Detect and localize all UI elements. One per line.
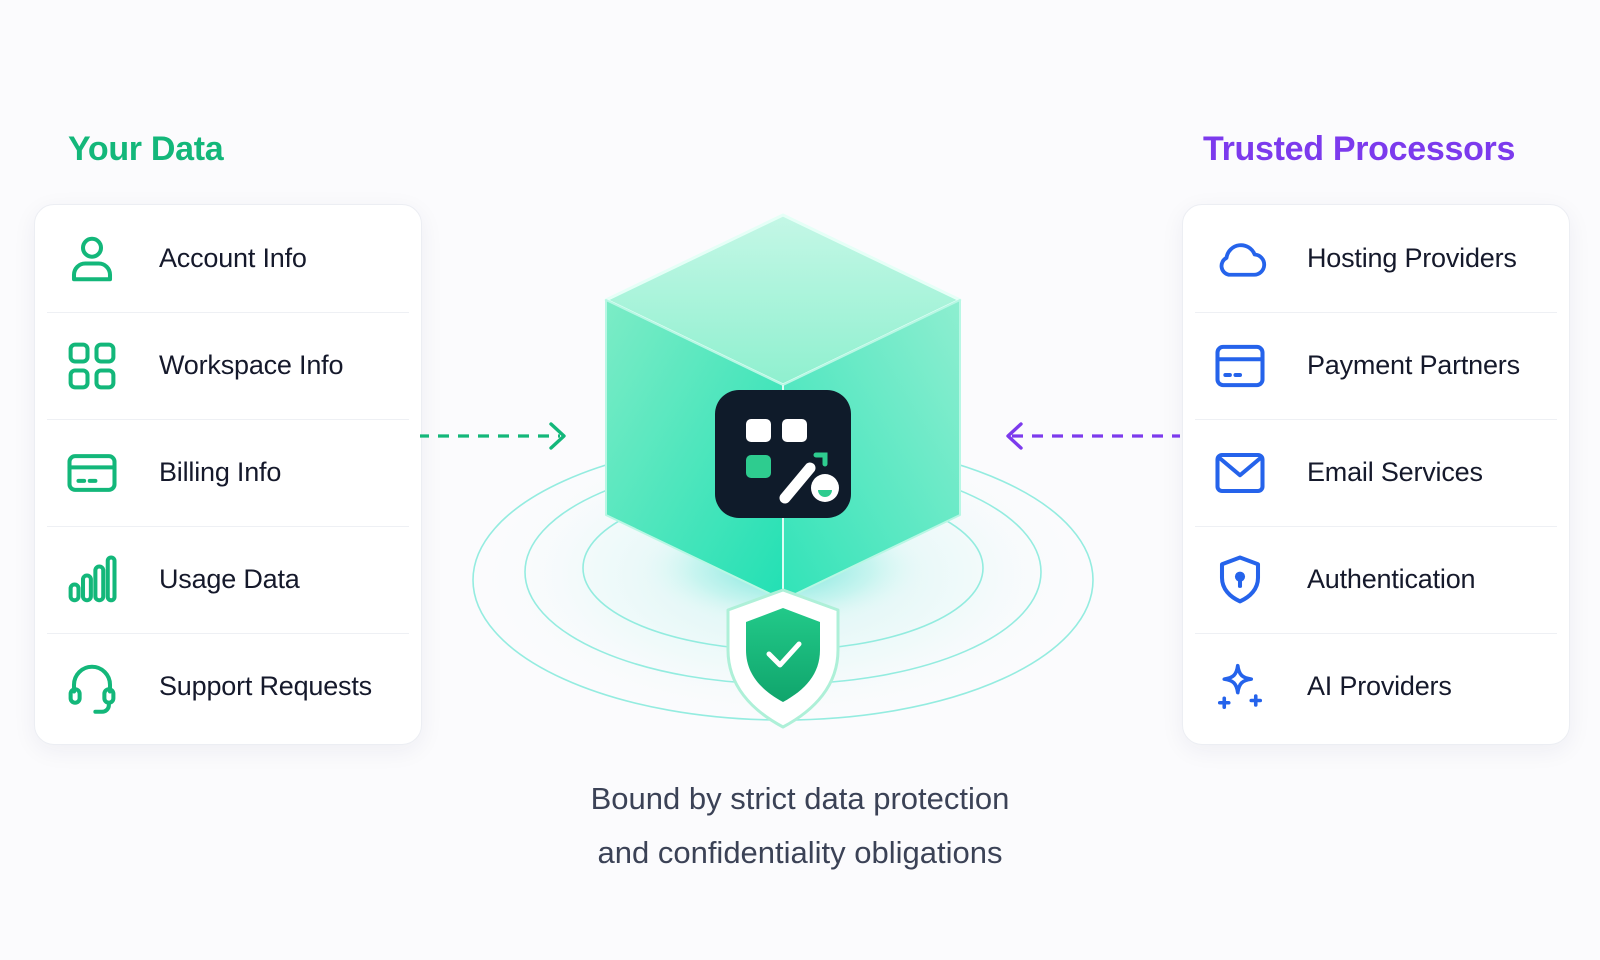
list-item-workspace-info[interactable]: Workspace Info: [35, 312, 421, 419]
caption-line-2: and confidentiality obligations: [597, 835, 1003, 870]
list-item-authentication[interactable]: Authentication: [1183, 526, 1569, 633]
item-label: Workspace Info: [159, 350, 344, 380]
data-cube: [604, 213, 962, 601]
secure-cube-illustration: [420, 213, 1180, 730]
list-item-billing-info[interactable]: Billing Info: [35, 419, 421, 526]
list-item-ai-providers[interactable]: AI Providers: [1183, 633, 1569, 740]
sparkles-icon: [1213, 655, 1277, 719]
item-label: Payment Partners: [1307, 350, 1520, 380]
headset-icon: [65, 655, 129, 719]
trusted-processors-list: Hosting Providers Payment Partners Email…: [1182, 204, 1570, 745]
item-label: Usage Data: [159, 564, 300, 594]
your-data-heading: Your Data: [68, 130, 224, 168]
item-label: Account Info: [159, 243, 307, 273]
list-item-payment-partners[interactable]: Payment Partners: [1183, 312, 1569, 419]
caption-line-1: Bound by strict data protection: [590, 781, 1010, 816]
arrow-processors-to-cube: [1006, 422, 1180, 450]
list-item-support-requests[interactable]: Support Requests: [35, 633, 421, 740]
your-data-list: Account Info Workspace Info Billing Info: [34, 204, 422, 745]
list-item-account-info[interactable]: Account Info: [35, 205, 421, 312]
grid-icon: [65, 334, 129, 398]
trusted-processors-heading: Trusted Processors: [1203, 130, 1516, 168]
credit-card-icon: [1213, 334, 1277, 398]
credit-card-icon: [65, 441, 129, 505]
app-logo-icon: [715, 390, 851, 518]
shield-check-icon: [726, 588, 840, 729]
item-label: Billing Info: [159, 457, 282, 487]
item-label: Support Requests: [159, 671, 372, 701]
mail-icon: [1213, 441, 1277, 505]
cloud-icon: [1213, 227, 1277, 291]
item-label: Email Services: [1307, 457, 1483, 487]
user-icon: [65, 227, 129, 291]
arrow-data-to-cube: [420, 422, 566, 450]
list-item-usage-data[interactable]: Usage Data: [35, 526, 421, 633]
list-item-email-services[interactable]: Email Services: [1183, 419, 1569, 526]
bar-chart-icon: [65, 548, 129, 612]
item-label: Hosting Providers: [1307, 243, 1517, 273]
shield-lock-icon: [1213, 548, 1277, 612]
caption: Bound by strict data protection and conf…: [500, 772, 1100, 880]
item-label: Authentication: [1307, 564, 1476, 594]
item-label: AI Providers: [1307, 671, 1452, 701]
list-item-hosting-providers[interactable]: Hosting Providers: [1183, 205, 1569, 312]
